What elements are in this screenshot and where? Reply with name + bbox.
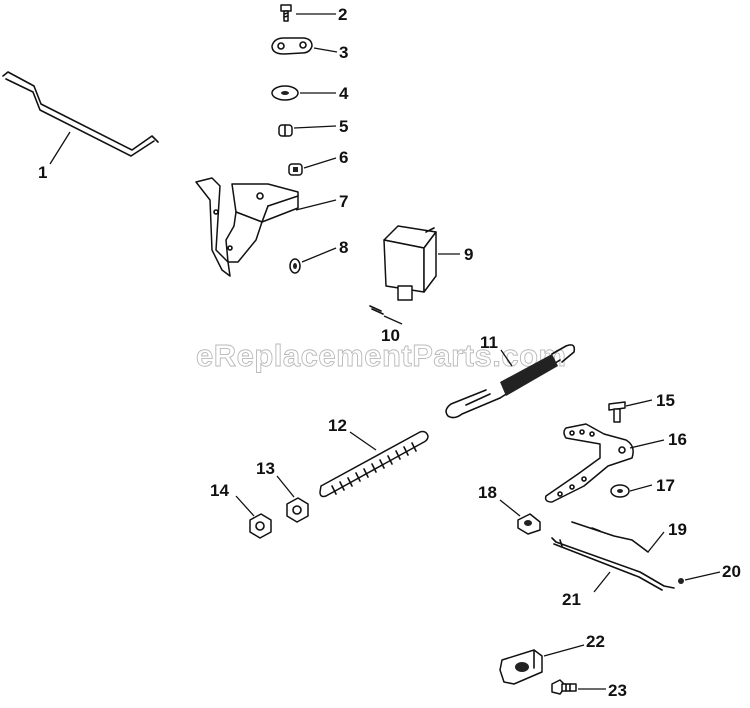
part-12-threaded-rod[interactable] bbox=[319, 430, 429, 498]
part-22-clamp[interactable] bbox=[499, 649, 543, 685]
part-15-bolt[interactable] bbox=[608, 401, 626, 423]
leader-19 bbox=[647, 531, 665, 553]
part-23-bolt[interactable] bbox=[551, 679, 577, 695]
callout-17: 17 bbox=[656, 476, 675, 495]
leader-1 bbox=[49, 131, 71, 165]
leader-8 bbox=[301, 247, 337, 263]
part-13-nut[interactable] bbox=[286, 497, 309, 523]
callout-12: 12 bbox=[328, 416, 347, 435]
callout-5: 5 bbox=[339, 117, 348, 136]
leader-16 bbox=[629, 439, 665, 449]
leader-21 bbox=[593, 571, 611, 593]
callout-6: 6 bbox=[339, 148, 348, 167]
callout-21: 21 bbox=[562, 590, 581, 609]
part-6-lock-nut[interactable] bbox=[288, 163, 303, 176]
leader-10 bbox=[383, 315, 403, 325]
callout-19: 19 bbox=[668, 520, 687, 539]
leader-18 bbox=[499, 499, 521, 517]
leader-3 bbox=[313, 47, 338, 53]
callout-23: 23 bbox=[608, 681, 627, 700]
callout-14: 14 bbox=[210, 481, 229, 500]
part-19-cable[interactable] bbox=[571, 521, 649, 553]
part-18-clip[interactable] bbox=[517, 513, 541, 535]
part-1-rod[interactable] bbox=[2, 71, 159, 157]
part-2-screw[interactable] bbox=[280, 4, 292, 22]
callout-16: 16 bbox=[668, 430, 687, 449]
part-11-spring[interactable] bbox=[445, 344, 576, 419]
part-3-link-plate[interactable] bbox=[271, 37, 313, 55]
part-14-nut[interactable] bbox=[249, 513, 272, 539]
callout-9: 9 bbox=[464, 245, 473, 264]
callout-22: 22 bbox=[586, 632, 605, 651]
leader-14 bbox=[235, 495, 255, 517]
leader-17 bbox=[629, 484, 653, 492]
callout-8: 8 bbox=[339, 238, 348, 257]
callout-18: 18 bbox=[478, 483, 497, 502]
leader-13 bbox=[276, 475, 295, 498]
callout-2: 2 bbox=[338, 5, 347, 24]
callout-10: 10 bbox=[381, 326, 400, 345]
leader-6 bbox=[303, 157, 337, 169]
callout-4: 4 bbox=[339, 84, 349, 103]
leader-22 bbox=[543, 644, 585, 657]
part-17-nut[interactable] bbox=[610, 484, 630, 498]
callout-13: 13 bbox=[256, 459, 275, 478]
part-21-linkage-rod[interactable] bbox=[551, 537, 675, 591]
part-4-washer[interactable] bbox=[271, 85, 299, 101]
callout-20: 20 bbox=[722, 562, 741, 581]
leader-7 bbox=[295, 199, 337, 211]
part-5-nut[interactable] bbox=[278, 124, 293, 137]
callout-1: 1 bbox=[38, 163, 47, 182]
leader-11 bbox=[500, 349, 513, 367]
callout-7: 7 bbox=[339, 192, 348, 211]
part-20-fastener[interactable] bbox=[678, 578, 684, 584]
part-16-lever[interactable] bbox=[544, 423, 634, 503]
part-10-pin[interactable] bbox=[369, 305, 384, 315]
part-9-solenoid[interactable] bbox=[383, 225, 437, 301]
callout-15: 15 bbox=[656, 391, 675, 410]
callout-3: 3 bbox=[339, 43, 348, 62]
part-8-nut[interactable] bbox=[289, 258, 301, 274]
part-7-bracket[interactable] bbox=[195, 177, 299, 277]
leader-5 bbox=[293, 125, 337, 129]
callout-11: 11 bbox=[480, 333, 498, 352]
leader-12 bbox=[349, 431, 377, 451]
leader-20 bbox=[684, 571, 721, 581]
leader-15 bbox=[625, 399, 653, 407]
